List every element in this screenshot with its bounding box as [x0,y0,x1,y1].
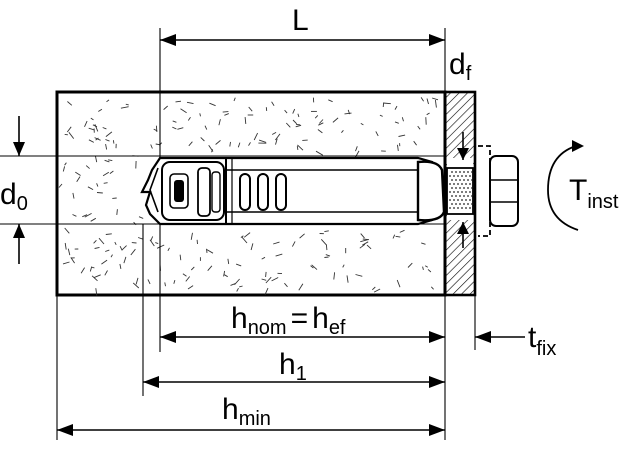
label-d0: d0 [0,178,28,215]
label-h1: h1 [279,348,307,385]
label-hmin: hmin [222,393,271,430]
label-df: df [449,48,472,85]
hex-nut [478,146,518,236]
tfix-dimension [475,295,525,350]
label-tfix: tfix [528,321,556,360]
label-L: L [292,4,309,37]
label-tinst: Tinst [569,174,619,213]
label-hnom-hef: hnom=hef [231,302,346,339]
bolt-shank [447,168,473,214]
anchor-sleeve [142,158,444,224]
